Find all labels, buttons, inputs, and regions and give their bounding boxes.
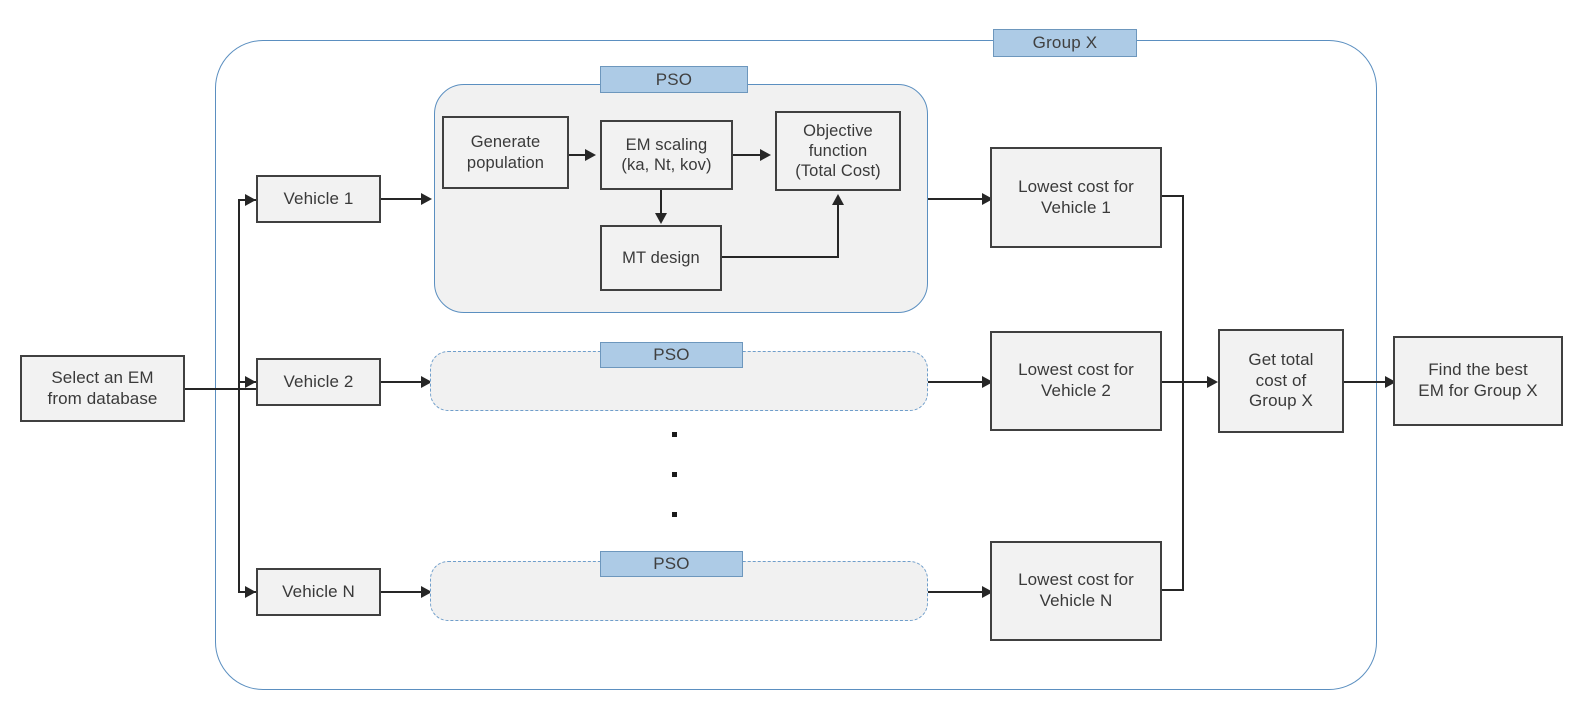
edge-total-to-find-best: [1344, 381, 1390, 383]
arrowhead-lowest-1-in: [982, 193, 993, 205]
vehicle-n-box[interactable]: Vehicle N: [256, 568, 381, 616]
ellipsis-dot-2: [672, 472, 677, 477]
get-total-cost-box[interactable]: Get total cost of Group X: [1218, 329, 1344, 433]
arrowhead-pso-2-in: [421, 376, 432, 388]
em-scaling-box[interactable]: EM scaling (ka, Nt, kov): [600, 120, 733, 190]
arrowhead-lowest-2-in: [982, 376, 993, 388]
select-em-box[interactable]: Select an EM from database: [20, 355, 185, 422]
edge-pso-n-to-lowest-n: [928, 591, 986, 593]
ellipsis-dot-3: [672, 512, 677, 517]
objective-function-box[interactable]: Objective function (Total Cost): [775, 111, 901, 191]
arrowhead-vehicle-n-in: [245, 586, 256, 598]
arrowhead-pso-n-in: [421, 586, 432, 598]
mt-design-box[interactable]: MT design: [600, 225, 722, 291]
edge-vehicle-n-to-pso: [381, 591, 427, 593]
ellipsis-dot-1: [672, 432, 677, 437]
pso-n-label: PSO: [653, 554, 690, 573]
arrowhead-vehicle-1-in: [245, 194, 256, 206]
arrowhead-vehicle-2-in: [245, 376, 256, 388]
edge-lowest-1-to-merge: [1162, 195, 1184, 197]
arrowhead-pso-1-in: [421, 193, 432, 205]
lowest-cost-vehicle-n-box[interactable]: Lowest cost for Vehicle N: [990, 541, 1162, 641]
find-best-em-box[interactable]: Find the best EM for Group X: [1393, 336, 1563, 426]
arrowhead-mt-design-in: [655, 213, 667, 224]
edge-mt-to-objective-v: [837, 205, 839, 258]
arrowhead-lowest-n-in: [982, 586, 993, 598]
edge-vehicle-2-to-pso: [381, 381, 427, 383]
edge-mt-to-objective-h: [722, 256, 838, 258]
group-x-label: Group X: [1032, 33, 1098, 52]
pso-n-label-tab: PSO: [600, 551, 743, 577]
edge-distribution-bus: [238, 199, 240, 593]
vehicle-2-box[interactable]: Vehicle 2: [256, 358, 381, 406]
lowest-cost-vehicle-2-box[interactable]: Lowest cost for Vehicle 2: [990, 331, 1162, 431]
group-x-container: [215, 40, 1377, 690]
edge-scaling-to-objective: [733, 154, 763, 156]
pso-2-label: PSO: [653, 345, 690, 364]
lowest-cost-vehicle-1-box[interactable]: Lowest cost for Vehicle 1: [990, 147, 1162, 248]
group-x-label-tab: Group X: [993, 29, 1137, 57]
arrowhead-find-best-in: [1385, 376, 1396, 388]
pso-1-label-tab: PSO: [600, 66, 748, 93]
edge-merge-bus-upper: [1182, 195, 1184, 381]
edge-lowest-n-to-merge: [1162, 589, 1184, 591]
arrowhead-objective-feedback-in: [832, 194, 844, 205]
vehicle-1-box[interactable]: Vehicle 1: [256, 175, 381, 223]
edge-lowest-2-to-total: [1162, 381, 1212, 383]
edge-pso-2-to-lowest-2: [928, 381, 986, 383]
edge-generate-to-scaling: [569, 154, 589, 156]
pso-1-label: PSO: [655, 69, 693, 89]
edge-merge-bus-lower: [1182, 381, 1184, 591]
edge-scaling-to-mt: [660, 190, 662, 215]
pso-2-label-tab: PSO: [600, 342, 743, 368]
arrowhead-objective-in: [760, 149, 771, 161]
arrowhead-get-total-in: [1207, 376, 1218, 388]
arrowhead-em-scaling-in: [585, 149, 596, 161]
edge-vehicle-1-to-pso: [381, 198, 427, 200]
edge-pso-1-to-lowest-1: [928, 198, 986, 200]
edge-select-to-bus: [185, 388, 257, 390]
generate-population-box[interactable]: Generate population: [442, 116, 569, 189]
